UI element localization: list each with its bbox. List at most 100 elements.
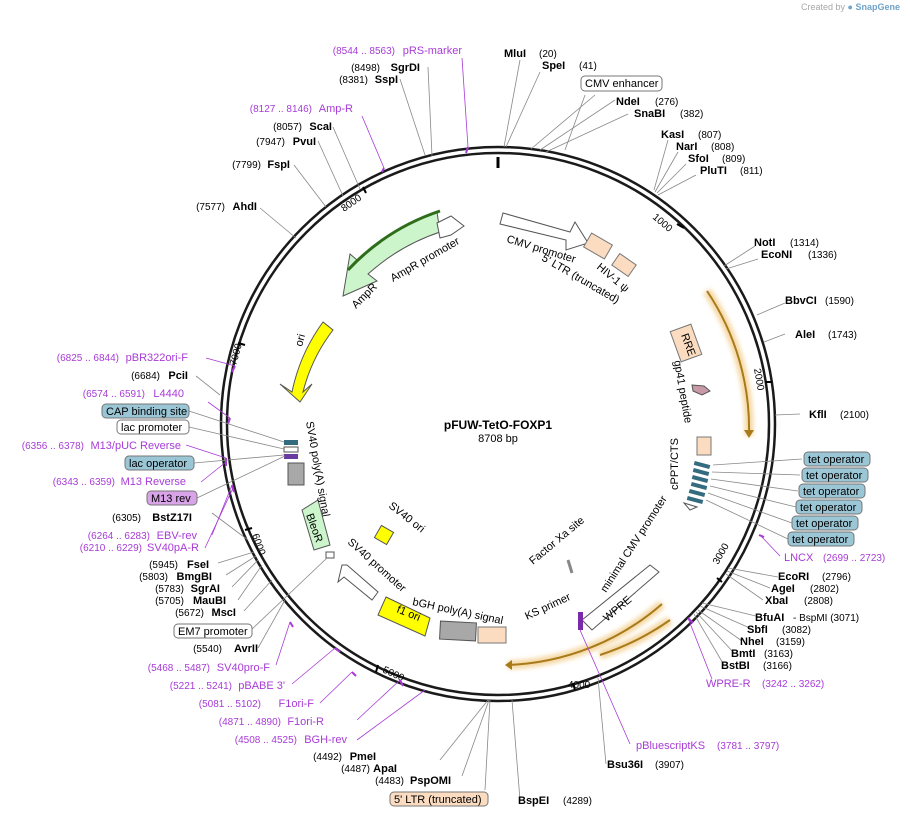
enzyme-bspei-pos: (4289)	[563, 796, 592, 807]
rre-feature	[669, 323, 703, 363]
enzyme-ndei-pos: (276)	[655, 97, 678, 108]
enzyme-spei: SpeI	[542, 60, 565, 72]
enzyme-msci-pos: (5672)	[175, 608, 204, 619]
enzyme-pvui-pos: (7947)	[256, 137, 285, 148]
enzyme-nhei-pos: (3159)	[776, 637, 805, 648]
enzyme-sspi: SspI	[375, 74, 398, 86]
factor-xa-label: Factor Xa site	[527, 514, 587, 567]
enzyme-msci: MscI	[212, 607, 236, 619]
primer-lncx-pos: (2699 .. 2723)	[823, 553, 885, 564]
primer-leader-lines	[185, 57, 781, 745]
enzyme-agei: AgeI	[771, 583, 795, 595]
enzyme-avrii-pos: (5540)	[193, 644, 222, 655]
m13-rev-feature	[284, 454, 298, 459]
primer-ebv-rev: EBV-rev	[157, 530, 198, 542]
tet-operator-stack	[682, 460, 711, 511]
enzyme-scai-pos: (8057)	[273, 122, 302, 133]
sv40-promoter-feature	[337, 564, 379, 601]
sv40-ori-feature	[373, 524, 395, 546]
enzyme-fsei: FseI	[187, 559, 209, 571]
enzyme-ecori: EcoRI	[778, 571, 809, 583]
enzyme-kasi-pos: (807)	[698, 130, 721, 141]
enzyme-bmgbi-pos: (5803)	[139, 572, 168, 583]
credit-brand: SnapGene	[855, 2, 900, 12]
primer-ebv-rev-pos: (6264 .. 6283)	[88, 531, 150, 542]
enzyme-sbfi: SbfI	[747, 624, 768, 636]
bgh-feature	[439, 620, 477, 642]
primer-bgh-rev: BGH-rev	[304, 734, 347, 746]
primer-sv40pro-f-pos: (5468 .. 5487)	[148, 663, 210, 674]
enzyme-fsei-pos: (5945)	[149, 560, 178, 571]
enzyme-bmti-pos: (3163)	[764, 649, 793, 660]
enzyme-bmgbi: BmgBI	[177, 571, 212, 583]
enzyme-bstz17i-pos: (6305)	[112, 513, 141, 524]
enzyme-bfuai: BfuAI	[755, 612, 784, 624]
primer-l4440: L4440	[153, 388, 184, 400]
primer-prs-marker-pos: (8544 .. 8563)	[333, 46, 395, 57]
primer-m13puc-rev: M13/pUC Reverse	[91, 440, 181, 452]
wpre-feature	[581, 564, 660, 631]
backbone-inner	[225, 151, 771, 697]
ori-feature	[279, 321, 334, 403]
enzyme-sgrai: SgrAI	[191, 583, 220, 595]
enzyme-nari: NarI	[676, 141, 697, 153]
enzyme-apai: ApaI	[373, 763, 397, 775]
lac-operator-feature	[284, 440, 298, 445]
hiv-psi-feature	[611, 252, 637, 278]
em7-feature	[325, 551, 335, 559]
enzyme-labels: MluI (20) SpeI (41) NdeI (276) SnaBI (38…	[504, 48, 869, 807]
enzyme-sbfi-pos: (3082)	[782, 625, 811, 636]
plasmid-name: pFUW-TetO-FOXP1	[444, 418, 553, 432]
em7-promoter-label: EM7 promoter	[178, 626, 248, 638]
enzyme-pmei: PmeI	[350, 751, 376, 763]
enzyme-sgrai-pos: (5783)	[155, 584, 184, 595]
enzyme-bmti: BmtI	[731, 648, 755, 660]
enzyme-pluti-pos: (811)	[740, 166, 763, 177]
enzyme-pcii: PciI	[168, 370, 188, 382]
primer-f1ori-f: F1ori-F	[279, 698, 315, 710]
enzyme-ahdi: AhdI	[233, 201, 257, 213]
sv40-polya-feature	[287, 462, 305, 486]
enzyme-maubi-pos: (5705)	[155, 596, 184, 607]
snapgene-credit: Created by ● SnapGene	[801, 2, 900, 12]
enzyme-spei-pos: (41)	[579, 61, 597, 72]
enzyme-apai-pos: (4487)	[341, 764, 370, 775]
enzyme-labels-left: PspOMI (4483) ApaI (4487) PmeI (4492) Av…	[112, 62, 451, 787]
enzyme-mlui: MluI	[504, 48, 526, 60]
lac-operator-label: lac operator	[129, 458, 187, 470]
primer-bgh-rev-pos: (4508 .. 4525)	[235, 735, 297, 746]
enzyme-kfli: KflI	[809, 409, 827, 421]
enzyme-pvui: PvuI	[293, 136, 316, 148]
enzyme-bstz17i: BstZ17I	[152, 512, 192, 524]
enzyme-sspi-pos: (8381)	[339, 75, 368, 86]
enzyme-pspomi: PspOMI	[410, 775, 451, 787]
ori-label: ori	[293, 333, 308, 348]
tet-operator-label-3: tet operator	[803, 486, 860, 498]
sv40-polya-label: SV40 poly(A) signal	[303, 420, 332, 517]
primer-f1ori-f-pos: (5081 .. 5102)	[199, 699, 261, 710]
tet-operator-label-4: tet operator	[800, 502, 857, 514]
enzyme-kfli-pos: (2100)	[840, 410, 869, 421]
tet-operator-label-6: tet operator	[792, 534, 849, 546]
primer-amp-r: Amp-R	[319, 103, 353, 115]
enzyme-pcii-pos: (6684)	[131, 371, 160, 382]
enzyme-sfoi: SfoI	[688, 153, 709, 165]
primer-m13-reverse-pos: (6343 .. 6359)	[53, 477, 115, 488]
ltr5-feature	[582, 232, 614, 260]
enzyme-pluti: PluTI	[700, 165, 727, 177]
enzyme-bbvci-pos: (1590)	[825, 296, 854, 307]
primer-wpre-r: WPRE-R	[706, 678, 751, 690]
enzyme-ahdi-pos: (7577)	[196, 202, 225, 213]
enzyme-bsu36i-pos: (3907)	[655, 760, 684, 771]
ltr3-feature	[477, 626, 507, 644]
primer-sv40pro-f: SV40pro-F	[217, 662, 270, 674]
enzyme-snabi-pos: (382)	[680, 109, 703, 120]
backbone-outer	[219, 145, 777, 703]
cppt-label: cPPT/CTS	[669, 438, 681, 490]
lac-promoter-label: lac promoter	[121, 422, 182, 434]
primer-m13puc-rev-pos: (6356 .. 6378)	[22, 441, 84, 452]
bleor-feature	[301, 499, 331, 551]
primer-wpre-r-pos: (3242 .. 3262)	[762, 679, 824, 690]
primer-f1ori-r-pos: (4871 .. 4890)	[219, 717, 281, 728]
